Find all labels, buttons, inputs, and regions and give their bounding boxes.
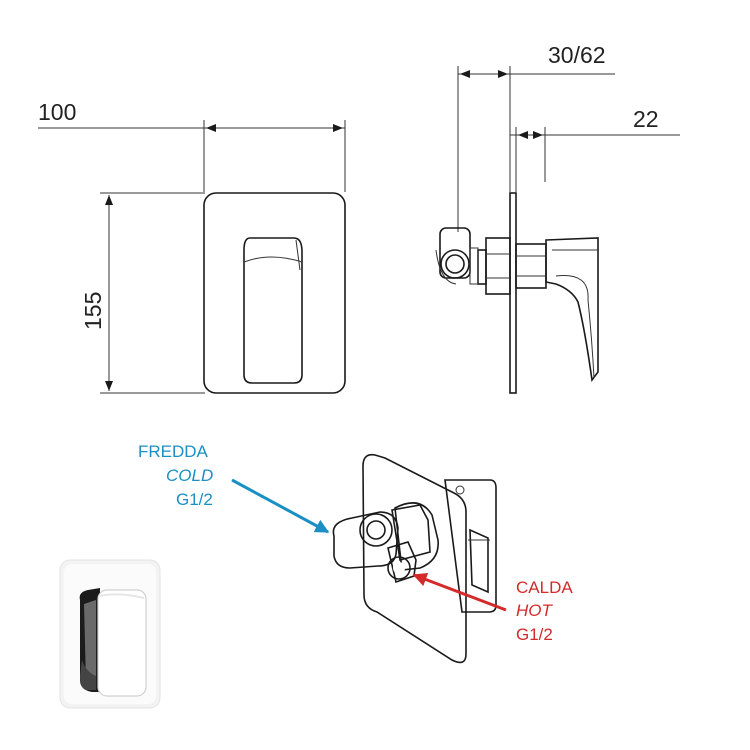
plate-offset-value: 22 [633, 106, 659, 132]
cold-label-en: COLD [166, 466, 213, 485]
iso-valve-assembly [332, 502, 439, 584]
product-photo [59, 559, 161, 709]
hot-arrow [412, 572, 507, 612]
iso-cover-plate [362, 453, 467, 664]
cold-arrow [231, 478, 330, 534]
cover-plate-front [203, 192, 346, 394]
depth-dimension: 30/62 [457, 42, 615, 232]
hot-thread: G1/2 [516, 625, 553, 644]
height-dimension: 155 [80, 192, 205, 394]
height-value: 155 [80, 292, 106, 330]
cover-plate-side [509, 192, 517, 394]
hot-label-en: HOT [516, 601, 554, 620]
valve-body-side [435, 227, 547, 295]
depth-value: 30/62 [548, 42, 606, 68]
isometric-view [332, 453, 497, 664]
lever-handle-front [243, 237, 303, 384]
cold-inlet-label: FREDDA COLD G1/2 [138, 442, 330, 534]
cold-label-it: FREDDA [138, 442, 209, 461]
plate-offset-dimension: 22 [510, 106, 680, 192]
hot-inlet-label: CALDA HOT G1/2 [412, 572, 573, 644]
width-dimension: 100 [38, 99, 346, 192]
front-view: 100 155 [38, 99, 346, 394]
hot-label-it: CALDA [516, 578, 573, 597]
side-view: 30/62 22 [435, 42, 680, 394]
width-value: 100 [38, 99, 76, 125]
lever-handle-side [545, 237, 599, 383]
cold-thread: G1/2 [176, 490, 213, 509]
